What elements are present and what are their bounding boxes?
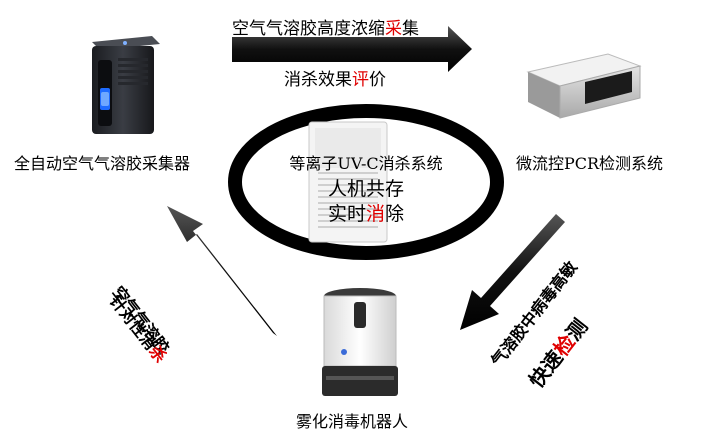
- top-arrow: [232, 26, 472, 72]
- top-arrow-sublabel: 消杀效果评价: [284, 65, 386, 90]
- collector-label: 全自动空气气溶胶采集器: [14, 154, 191, 173]
- top-arrow-sublabel-suffix: 价: [369, 70, 386, 90]
- center-ring: [228, 104, 504, 260]
- center-line2-text: 实时: [327, 203, 366, 225]
- center-line2-suffix: 除: [385, 203, 405, 225]
- center-line2-highlight: 消: [365, 203, 385, 225]
- left-arrow: [167, 206, 277, 336]
- center-line2: 实时消除: [270, 199, 462, 226]
- top-arrow-label-highlight: 采: [385, 19, 402, 39]
- top-arrow-sublabel-highlight: 评: [352, 70, 369, 90]
- top-arrow-sublabel-text: 消杀效果: [284, 70, 352, 90]
- top-arrow-label: 空气气溶胶高度浓缩采集: [232, 14, 419, 39]
- robot-label: 雾化消毒机器人: [296, 412, 409, 431]
- robot-image: [322, 288, 398, 396]
- purifier-image: [308, 121, 388, 243]
- collector-image: [92, 36, 160, 134]
- center-line1: 人机共存: [327, 178, 404, 200]
- top-arrow-label-text: 空气气溶胶高度浓缩: [232, 19, 385, 39]
- center-title: 等离子UV-C消杀系统: [289, 154, 443, 173]
- top-arrow-label-suffix: 集: [402, 19, 419, 39]
- pcr-label: 微流控PCR检测系统: [516, 154, 664, 173]
- pcr-image: [526, 53, 642, 119]
- right-arrow: [460, 214, 565, 330]
